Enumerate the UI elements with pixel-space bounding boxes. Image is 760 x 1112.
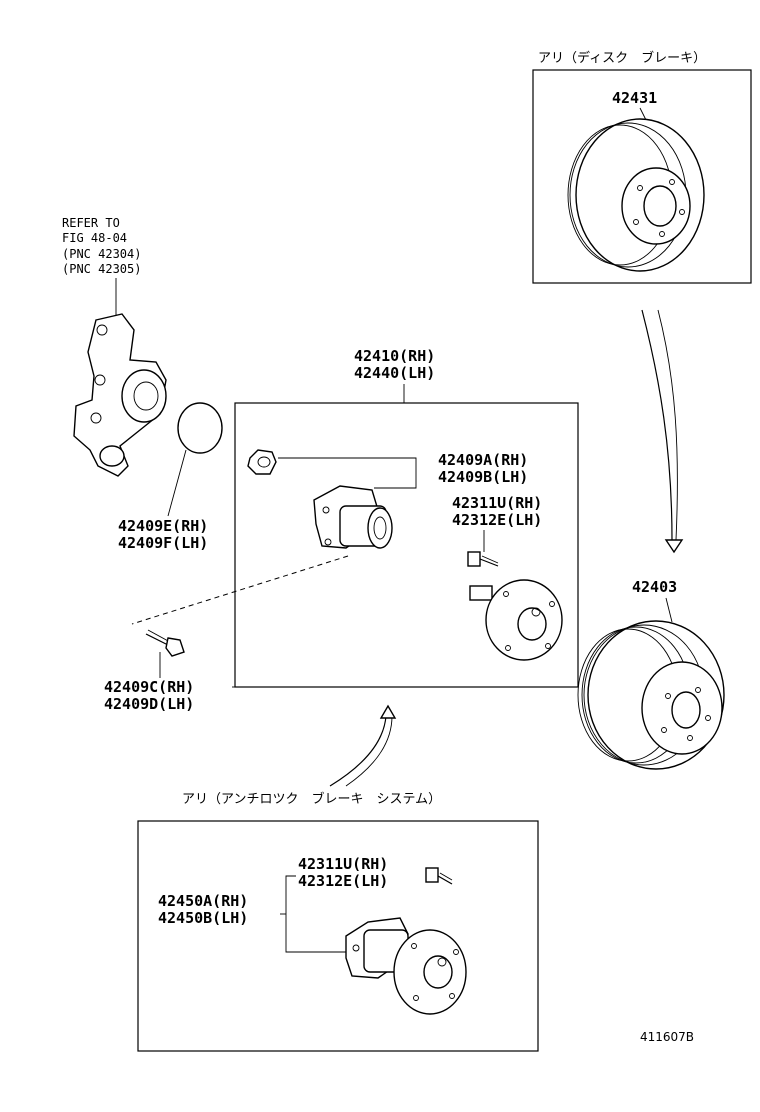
axle-flange-hub bbox=[469, 579, 563, 661]
refer-to-callout: REFER TO FIG 48-04 (PNC 42304) (PNC 4230… bbox=[62, 216, 141, 276]
hub-assembly-box bbox=[234, 402, 579, 688]
part-label-hub-bolt-rh: 42311U(RH) bbox=[452, 494, 542, 512]
refer-line-2: FIG 48-04 bbox=[62, 231, 127, 245]
part-label-o-ring-rh: 42409E(RH) bbox=[118, 517, 208, 535]
brake-drum-42403 bbox=[577, 620, 725, 770]
part-label-42403: 42403 bbox=[632, 578, 677, 596]
part-label-abs-hub-rh: 42450A(RH) bbox=[158, 892, 248, 910]
part-label-abs-hub-lh: 42450B(LH) bbox=[158, 909, 248, 927]
side-bolt bbox=[145, 629, 185, 657]
part-label-o-ring-lh: 42409F(LH) bbox=[118, 534, 208, 552]
part-label-abs-bolt-lh: 42312E(LH) bbox=[298, 872, 388, 890]
refer-line-1: REFER TO bbox=[62, 216, 120, 230]
o-ring bbox=[177, 402, 223, 454]
figure-code: 411607B bbox=[640, 1030, 694, 1044]
disc-brake-option-label: アリ（ディスク ブレーキ） bbox=[538, 50, 706, 66]
bearing-hub bbox=[313, 485, 393, 549]
part-label-hub-rh: 42410(RH) bbox=[354, 347, 435, 365]
arrow-head-disc bbox=[664, 539, 684, 554]
disc-brake-option-box bbox=[532, 69, 752, 284]
part-label-hub-bolt-lh: 42312E(LH) bbox=[452, 511, 542, 529]
dashed-leader bbox=[131, 555, 349, 625]
arrow-abs-to-hub bbox=[329, 715, 387, 787]
arrow-disc-to-drum bbox=[641, 309, 673, 541]
part-label-nut-rh: 42409A(RH) bbox=[438, 451, 528, 469]
part-label-hub-lh: 42440(LH) bbox=[354, 364, 435, 382]
refer-line-3: (PNC 42304) bbox=[62, 247, 141, 261]
hub-bolt bbox=[467, 551, 499, 567]
abs-hub-bearing bbox=[345, 917, 467, 1015]
abs-option-box bbox=[137, 820, 539, 1052]
part-label-side-bolt-lh: 42409D(LH) bbox=[104, 695, 194, 713]
part-label-side-bolt-rh: 42409C(RH) bbox=[104, 678, 194, 696]
part-label-abs-bolt-rh: 42311U(RH) bbox=[298, 855, 388, 873]
abs-hub-bolt bbox=[425, 867, 453, 885]
steering-knuckle bbox=[73, 313, 167, 477]
lock-nut bbox=[247, 449, 277, 475]
arrow-head-abs bbox=[379, 704, 397, 719]
refer-line-4: (PNC 42305) bbox=[62, 262, 141, 276]
part-label-42431: 42431 bbox=[612, 89, 657, 107]
part-label-nut-lh: 42409B(LH) bbox=[438, 468, 528, 486]
disc-rotor-42431 bbox=[567, 118, 705, 272]
abs-option-label: アリ（アンチロツク ブレーキ システム） bbox=[182, 791, 441, 807]
